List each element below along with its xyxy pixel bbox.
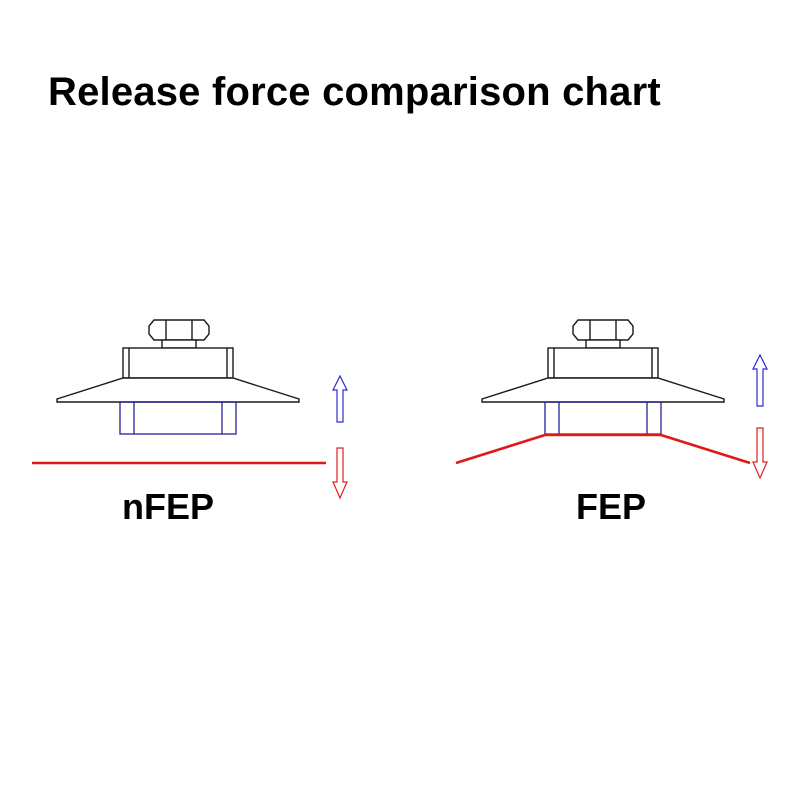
fep-platform [544,401,662,435]
nfep-down-arrow [332,447,348,500]
nfep-upper-block [122,347,234,379]
fep-label: FEP [576,486,647,527]
nfep-platform [119,401,237,435]
diagram-title: Release force comparison chart [48,70,661,114]
nfep-panel [32,319,348,500]
fep-build-plate [481,319,725,403]
fep-knob [572,319,634,341]
fep-up-arrow [752,353,768,407]
fep-stem [585,339,621,349]
nfep-label: nFEP [122,486,215,527]
fep-upper-block [547,347,659,379]
fep-film [455,433,751,465]
nfep-knob [148,319,210,341]
nfep-build-plate [56,319,300,403]
nfep-up-arrow [332,374,348,423]
fep-panel [455,319,768,480]
fep-cone [481,377,725,403]
nfep-cone [56,377,300,403]
nfep-stem [161,339,197,349]
fep-down-arrow [752,427,768,480]
